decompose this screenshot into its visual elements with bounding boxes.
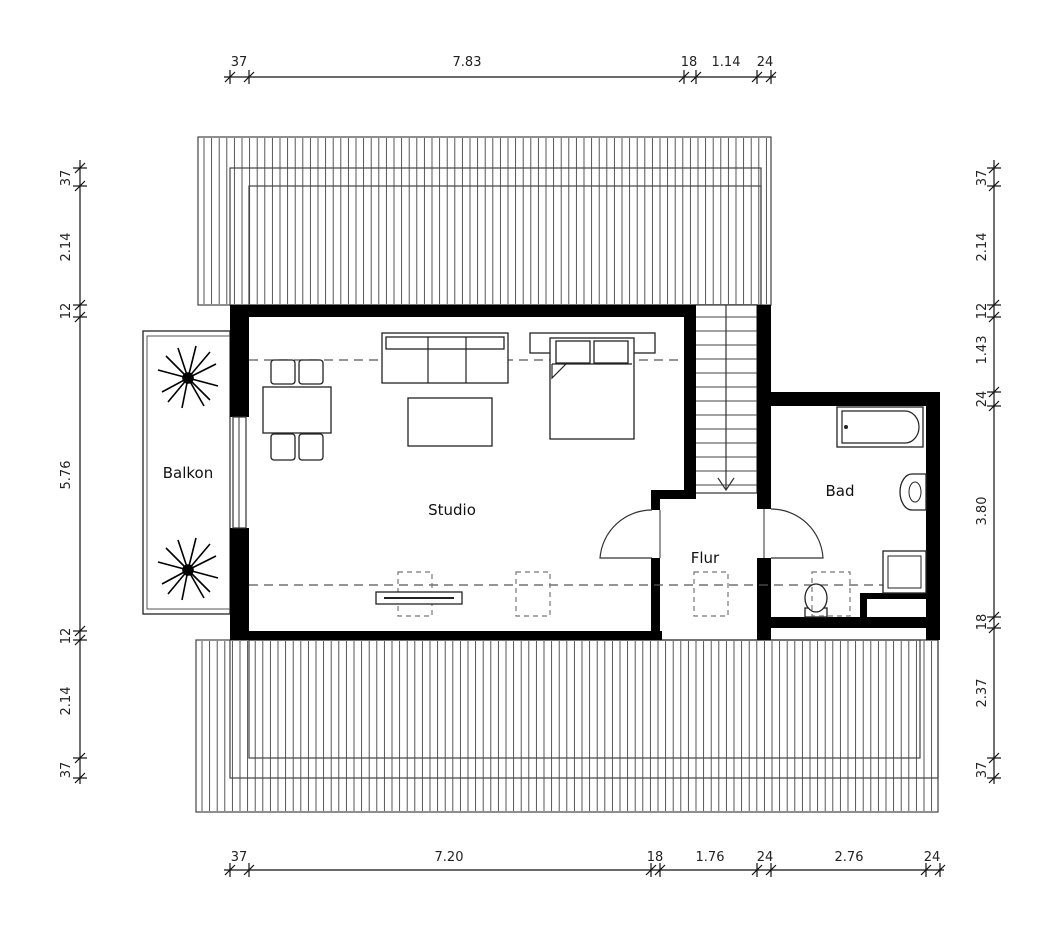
- dimension-label: 24: [975, 391, 990, 408]
- hall-cabinet: [693, 571, 729, 617]
- dimension-label: 37: [975, 170, 990, 187]
- dimension-label: 24: [757, 55, 774, 70]
- walls: [230, 305, 940, 640]
- bath-cabinet: [811, 571, 851, 617]
- dimension-label: 37: [975, 762, 990, 779]
- plant-icon: [157, 537, 219, 601]
- room-label-bad: Bad: [825, 482, 854, 500]
- dimension-label: 2.14: [59, 233, 74, 262]
- balcony: [142, 330, 231, 615]
- dimension-chain-left: 37 2.14 12 5.76 12 2.14 37: [59, 160, 87, 784]
- plant-icon: [157, 345, 219, 409]
- bathtub-icon: [836, 406, 924, 448]
- window: [232, 416, 247, 529]
- dimension-label: 2.37: [975, 679, 990, 708]
- dimension-label: 24: [924, 850, 941, 865]
- dimension-label: 2.14: [975, 233, 990, 262]
- dimension-label: 1.14: [712, 55, 741, 70]
- sink-icon: [899, 473, 927, 511]
- dimension-label: 12: [59, 303, 74, 320]
- dimension-label: 18: [647, 850, 664, 865]
- dimension-label: 12: [59, 628, 74, 645]
- sofa: [381, 332, 509, 384]
- dimension-label: 37: [59, 170, 74, 187]
- dimension-label: 1.76: [696, 850, 725, 865]
- roof-south: [195, 639, 939, 813]
- door-studio: [599, 509, 661, 559]
- door-bath: [763, 508, 824, 559]
- dimension-label: 2.14: [59, 687, 74, 716]
- dimension-label: 1.43: [975, 336, 990, 365]
- coffee-table: [407, 397, 493, 447]
- room-label-flur: Flur: [691, 549, 720, 567]
- room-label-studio: Studio: [428, 501, 476, 519]
- dimension-chain-bottom: 37 7.20 18 1.76 24 2.76 24: [224, 850, 946, 877]
- desk: [375, 571, 551, 617]
- dimension-label: 3.80: [975, 497, 990, 526]
- bed: [529, 332, 656, 440]
- dimension-label: 7.20: [435, 850, 464, 865]
- staircase: [694, 304, 758, 494]
- dimension-label: 37: [59, 762, 74, 779]
- dimension-label: 24: [757, 850, 774, 865]
- toilet-icon: [804, 583, 828, 618]
- dimension-label: 12: [975, 303, 990, 320]
- dimension-label: 37: [231, 850, 248, 865]
- dimension-label: 18: [975, 614, 990, 631]
- dimension-label: 37: [231, 55, 248, 70]
- room-label-balkon: Balkon: [163, 464, 214, 482]
- dimension-label: 18: [681, 55, 698, 70]
- dimension-label: 7.83: [453, 55, 482, 70]
- roof-north: [197, 136, 772, 306]
- dining-table: [262, 359, 332, 461]
- dimension-chain-right: 37 2.14 12 1.43 24 3.80 18 2.37 37: [975, 160, 1001, 784]
- shower-icon: [882, 550, 927, 594]
- dimension-chain-top: 37 7.83 18 1.14 24: [224, 55, 777, 84]
- dimension-label: 2.76: [835, 850, 864, 865]
- dimension-label: 5.76: [59, 461, 74, 490]
